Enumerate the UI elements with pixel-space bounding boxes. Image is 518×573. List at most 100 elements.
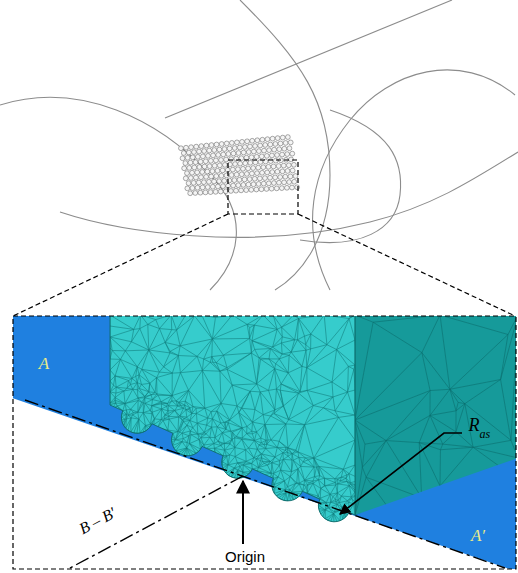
mesh-cell <box>290 185 295 190</box>
mesh-cell <box>182 166 187 171</box>
mesh-cell <box>207 148 212 153</box>
mesh-cell <box>200 185 205 190</box>
mesh-cell <box>274 186 279 191</box>
mesh-cell <box>240 139 245 144</box>
mesh-cell <box>285 185 290 190</box>
profile-curve <box>313 70 515 290</box>
mesh-cell <box>188 191 193 196</box>
mesh-cell <box>186 150 191 155</box>
mesh-lines <box>355 316 516 515</box>
mesh-cell <box>215 168 220 173</box>
detail-panel <box>13 316 516 569</box>
section-line-a <box>25 400 505 568</box>
mesh-cell <box>277 147 282 152</box>
mesh-cell <box>190 186 195 191</box>
mesh-cell <box>268 142 273 147</box>
mesh-cell <box>285 169 290 174</box>
mesh-cell <box>224 157 229 162</box>
mesh-cell <box>251 166 256 171</box>
mesh-cell <box>210 169 215 174</box>
mesh-cell <box>189 145 194 150</box>
mesh-cell <box>203 159 208 164</box>
mesh-cell <box>266 181 271 186</box>
mesh-cell <box>291 162 296 167</box>
mesh-cell <box>259 187 264 192</box>
mesh-cell <box>205 169 210 174</box>
mesh-cell <box>285 135 290 140</box>
body-side-face <box>355 316 516 515</box>
radius-subscript: as <box>480 427 491 442</box>
mesh-cell <box>265 137 270 142</box>
mesh-cell <box>211 153 216 158</box>
mesh-cell <box>285 152 290 157</box>
contact-plane <box>13 316 516 569</box>
mesh-cell <box>270 136 275 141</box>
mesh-cell <box>184 145 189 150</box>
mesh-cell <box>237 177 242 182</box>
mesh-cell <box>235 167 240 172</box>
mesh-cell <box>226 152 231 157</box>
mesh-cell <box>255 138 260 143</box>
mesh-cell <box>217 179 222 184</box>
mesh-cell <box>275 136 280 141</box>
mesh-cell <box>190 170 195 175</box>
mesh-cell <box>206 153 211 158</box>
mesh-cell <box>217 163 222 168</box>
section-line-b <box>55 476 243 569</box>
mesh-cell <box>251 182 256 187</box>
mesh-cell <box>243 161 248 166</box>
mesh-cell <box>210 184 215 189</box>
mesh-cell <box>257 149 262 154</box>
mesh-cell <box>193 160 198 165</box>
mesh-cell <box>214 142 219 147</box>
mesh-cell <box>283 141 288 146</box>
mesh-cell <box>237 145 242 150</box>
mesh-cell <box>231 183 236 188</box>
mesh-cell <box>219 142 224 147</box>
mesh-cell <box>207 164 212 169</box>
mesh-cell <box>261 165 266 170</box>
surface-mesh-patch <box>179 135 300 196</box>
mesh-cell <box>197 149 202 154</box>
profile-curve <box>0 97 236 290</box>
mesh-cell <box>252 176 257 181</box>
zoom-line <box>13 214 228 316</box>
contact-curves <box>0 0 518 290</box>
mesh-cell <box>188 176 193 181</box>
mesh-cell <box>254 187 259 192</box>
mesh-cell <box>253 160 258 165</box>
side-mesh <box>355 316 516 515</box>
mesh-cell <box>292 179 297 184</box>
mesh-cell <box>254 154 259 159</box>
mesh-cell <box>204 174 209 179</box>
mesh-cell <box>280 152 285 157</box>
mesh-cell <box>248 160 253 165</box>
section-point-label: A <box>39 354 49 374</box>
mesh-cell <box>222 147 227 152</box>
mesh-cell <box>249 187 254 192</box>
mesh-cell <box>219 158 224 163</box>
mesh-cell <box>212 148 217 153</box>
detail-frame <box>13 316 516 569</box>
mesh-cell <box>241 182 246 187</box>
mesh-cell <box>198 190 203 195</box>
mesh-cell <box>195 170 200 175</box>
mesh-cell <box>216 153 221 158</box>
mesh-cell <box>244 171 249 176</box>
mesh-cell <box>217 147 222 152</box>
mesh-cell <box>273 175 278 180</box>
mesh-cell <box>191 180 196 185</box>
mesh-cell <box>267 148 272 153</box>
mesh-cell <box>276 164 281 169</box>
mesh-cell <box>256 165 261 170</box>
mesh-cell <box>287 146 292 151</box>
mesh-cell <box>218 189 223 194</box>
mesh-cell <box>260 137 265 142</box>
mesh-cell <box>207 179 212 184</box>
mesh-cell <box>282 180 287 185</box>
mesh-cell <box>205 185 210 190</box>
mesh-cell <box>249 155 254 160</box>
mesh-cell <box>222 163 227 168</box>
mesh-cell <box>281 163 286 168</box>
